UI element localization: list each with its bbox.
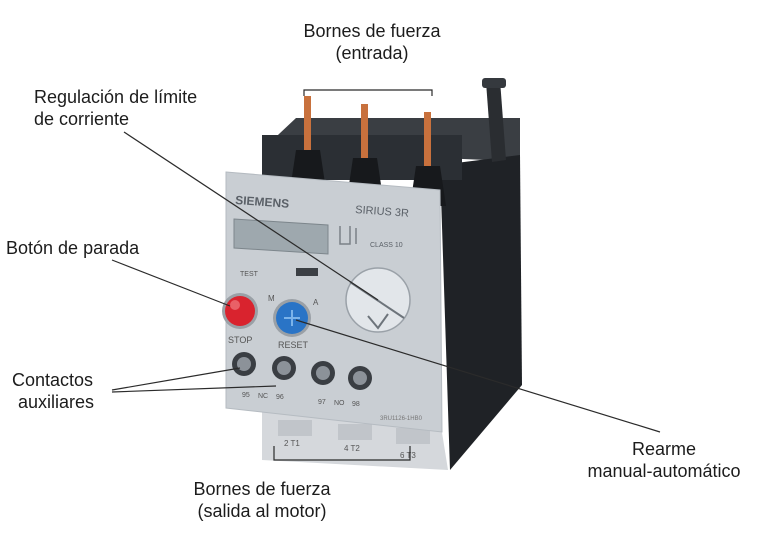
- class-text: CLASS 10: [370, 242, 403, 249]
- contact-98-text: 98: [352, 401, 360, 408]
- mounting-clip: [486, 80, 506, 162]
- stop-text: STOP: [228, 335, 252, 345]
- label-power-output-line1: Bornes de fuerza: [193, 479, 331, 499]
- reset-text: RESET: [278, 340, 309, 350]
- reset-button-cross: [284, 310, 300, 326]
- leader-aux-contacts-1: [111, 367, 241, 391]
- leader-stop-button: [111, 259, 231, 307]
- dial-mark: [367, 313, 389, 330]
- label-power-input: Bornes de fuerza (entrada): [272, 20, 472, 64]
- contact-nc-text: NC: [258, 393, 268, 400]
- label-reset-line2: manual-automático: [587, 461, 741, 481]
- brand-text: SIEMENS: [235, 193, 290, 211]
- label-aux-contacts-line1: Contactos: [12, 370, 94, 390]
- input-pin-1: [304, 96, 311, 156]
- m-text: M: [268, 294, 275, 303]
- leader-power-output: [273, 446, 411, 461]
- term-4t2-text: 4 T2: [344, 444, 360, 453]
- stop-button-highlight: [230, 300, 240, 310]
- term-6t3-text: 6 T3: [400, 451, 416, 460]
- input-pin-2: [361, 104, 368, 164]
- output-terminal-slot-1: [278, 420, 312, 436]
- label-current-limit: Regulación de límite de corriente: [34, 86, 197, 130]
- stop-button: [225, 296, 255, 326]
- mounting-clip-top: [482, 78, 506, 88]
- input-pin-3: [424, 112, 431, 172]
- contact-95-text: 95: [242, 392, 250, 399]
- test-text: TEST: [240, 271, 259, 278]
- test-slider: [296, 268, 318, 276]
- output-terminal-slot-2: [338, 424, 372, 440]
- contact-no-text: NO: [334, 400, 345, 407]
- label-aux-contacts-line2: auxiliares: [18, 392, 95, 412]
- leader-aux-contacts-2: [111, 385, 277, 393]
- label-power-input-line1: Bornes de fuerza: [303, 21, 441, 41]
- label-current-limit-line2: de corriente: [34, 109, 130, 129]
- contact-97-text: 97: [318, 399, 326, 406]
- label-reset: Rearme manual-automático: [560, 438, 768, 482]
- label-stop-button-text: Botón de parada: [6, 238, 140, 258]
- leader-power-input: [303, 89, 433, 96]
- part-code-text: 3RU1126-1HB0: [380, 416, 423, 422]
- aux-screw-95-head: [237, 357, 251, 371]
- leader-reset: [295, 319, 661, 433]
- label-aux-contacts: Contactos auxiliares: [12, 369, 94, 413]
- term-2t1-text: 2 T1: [284, 439, 300, 448]
- a-text: A: [313, 298, 319, 307]
- model-text: SIRIUS 3R: [355, 204, 410, 220]
- label-power-output: Bornes de fuerza (salida al motor): [162, 478, 362, 522]
- relay-housing-side: [440, 155, 522, 470]
- class-symbol: [339, 226, 357, 245]
- aux-screw-97-head: [316, 366, 330, 380]
- label-reset-line1: Rearme: [631, 439, 697, 459]
- leader-current-limit: [123, 131, 379, 301]
- contact-96-text: 96: [276, 394, 284, 401]
- aux-screw-96-head: [277, 361, 291, 375]
- label-power-output-line2: (salida al motor): [197, 501, 327, 521]
- label-power-input-line2: (entrada): [335, 43, 409, 63]
- label-stop-button: Botón de parada: [6, 237, 139, 259]
- leader-lines: [111, 89, 661, 461]
- aux-screw-98-head: [353, 371, 367, 385]
- aux-contact-screws: [232, 352, 372, 390]
- output-terminal-slot-3: [396, 428, 430, 444]
- label-current-limit-line1: Regulación de límite: [34, 87, 198, 107]
